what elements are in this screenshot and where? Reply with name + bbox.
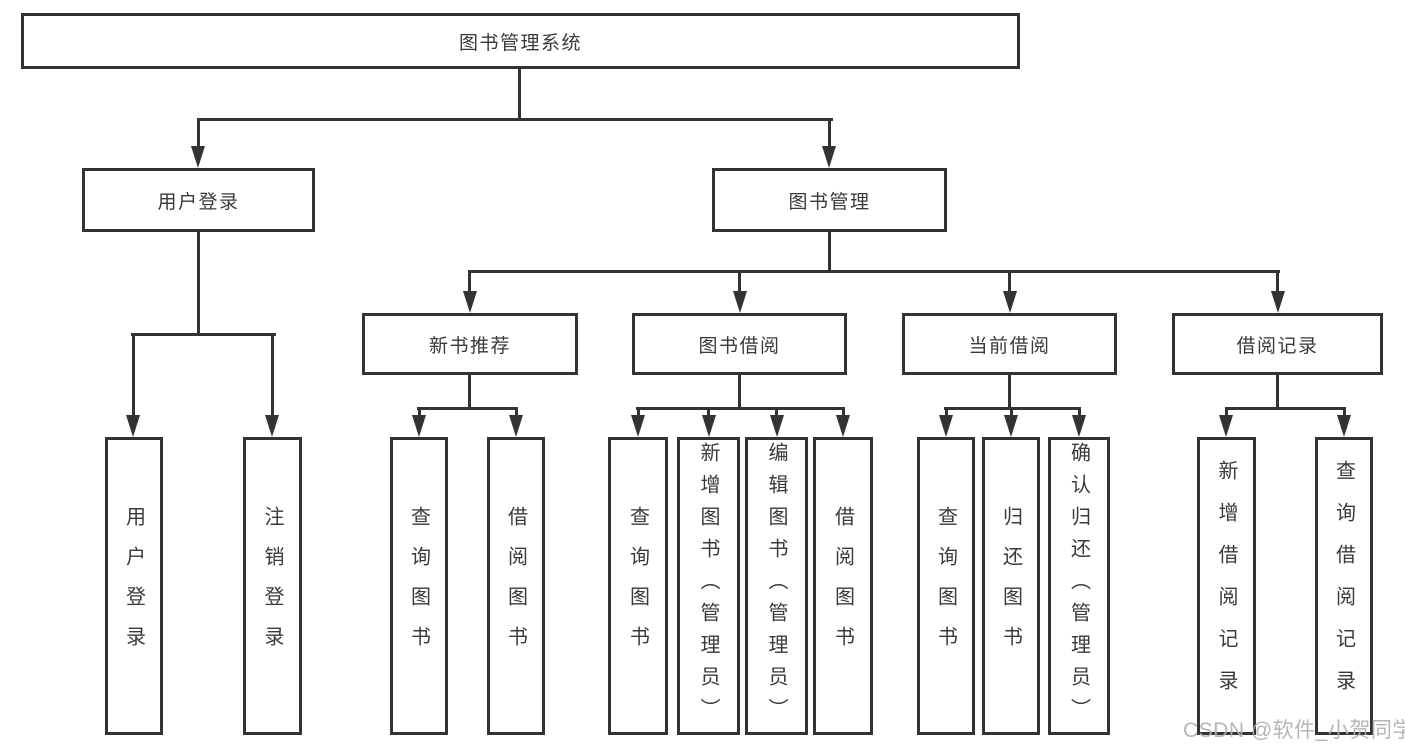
leaf-bb-query-books: 查询图书: [608, 437, 668, 735]
connector-drop-user: [197, 121, 200, 148]
leaf-cb-return-books: 归还图书: [982, 437, 1040, 735]
connector-drop: [1225, 410, 1228, 416]
node-borrow-records-label: 借阅记录: [1236, 335, 1319, 357]
leaf-bb-add-books-admin-label: 新增图书（管理员）: [697, 442, 719, 730]
leaf-cb-confirm-return-admin-label: 确认归还（管理员）: [1067, 442, 1090, 730]
arrow-down-icon: [733, 291, 747, 313]
leaf-bb-borrow-books-label: 借阅图书: [831, 506, 854, 666]
arrow-down-icon: [1072, 415, 1086, 437]
leaf-br-query-record: 查询借阅记录: [1315, 437, 1373, 735]
connector-cb-trunk: [1008, 375, 1011, 409]
arrow-down-icon: [412, 415, 426, 437]
connector-mgmt-trunk: [828, 232, 831, 272]
leaf-cb-confirm-return-admin: 确认归还（管理员）: [1048, 437, 1110, 735]
connector-br-trunk: [1276, 375, 1279, 409]
connector-drop-book-borrow: [738, 273, 741, 292]
connector-drop: [707, 410, 710, 416]
connector-drop-borrow-records: [1276, 273, 1279, 292]
arrow-down-icon: [822, 146, 836, 168]
leaf-br-add-record-label: 新增借阅记录: [1215, 460, 1237, 712]
arrow-down-icon: [126, 415, 140, 437]
node-root: 图书管理系统: [21, 13, 1020, 69]
arrow-down-icon: [1271, 291, 1285, 313]
node-root-label: 图书管理系统: [458, 32, 582, 54]
node-book-management: 图书管理: [712, 168, 947, 232]
arrow-down-icon: [1004, 415, 1018, 437]
connector-drop-new-book: [468, 273, 471, 292]
arrow-down-icon: [836, 415, 850, 437]
connector-drop-current-borrow: [1008, 273, 1011, 292]
leaf-bb-query-books-label: 查询图书: [626, 506, 649, 666]
node-book-borrow: 图书借阅: [632, 313, 847, 375]
leaf-cb-query-books-label: 查询图书: [934, 506, 957, 666]
node-borrow-records: 借阅记录: [1172, 313, 1383, 375]
connector-bb-branch: [636, 407, 845, 410]
arrow-down-icon: [1219, 415, 1233, 437]
node-user-login-label: 用户登录: [157, 191, 240, 213]
leaf-nb-query-books-label: 查询图书: [407, 506, 430, 666]
leaf-user-login-label: 用户登录: [122, 506, 145, 666]
connector-cb-branch: [944, 407, 1081, 410]
connector-drop-leaf-logout: [271, 336, 274, 415]
arrow-down-icon: [702, 415, 716, 437]
arrow-down-icon: [939, 415, 953, 437]
connector-drop: [775, 410, 778, 416]
connector-drop: [1078, 410, 1081, 416]
arrow-down-icon: [1337, 415, 1351, 437]
leaf-nb-borrow-books-label: 借阅图书: [504, 506, 527, 666]
connector-user-branch: [131, 333, 276, 336]
connector-drop: [842, 410, 845, 416]
node-book-management-label: 图书管理: [788, 191, 871, 213]
connector-drop: [418, 410, 421, 416]
connector-root-branch: [197, 118, 833, 121]
leaf-logout: 注销登录: [243, 437, 302, 735]
arrow-down-icon: [770, 415, 784, 437]
node-user-login: 用户登录: [82, 168, 315, 232]
connector-nb-branch: [417, 407, 518, 410]
node-current-borrow-label: 当前借阅: [968, 335, 1051, 357]
leaf-bb-edit-books-admin-label: 编辑图书（管理员）: [765, 442, 787, 730]
node-new-book-recommend: 新书推荐: [362, 313, 578, 375]
leaf-user-login: 用户登录: [105, 437, 163, 735]
node-new-book-recommend-label: 新书推荐: [428, 335, 511, 357]
leaf-bb-edit-books-admin: 编辑图书（管理员）: [745, 437, 808, 735]
leaf-nb-borrow-books: 借阅图书: [487, 437, 545, 735]
arrow-down-icon: [463, 291, 477, 313]
connector-root-trunk: [518, 69, 521, 120]
leaf-cb-return-books-label: 归还图书: [999, 506, 1022, 666]
connector-drop-mgmt: [828, 121, 831, 148]
leaf-cb-query-books: 查询图书: [917, 437, 975, 735]
connector-drop: [1343, 410, 1346, 416]
arrow-down-icon: [631, 415, 645, 437]
connector-drop-leaf-login: [132, 336, 135, 415]
leaf-nb-query-books: 查询图书: [390, 437, 448, 735]
leaf-br-query-record-label: 查询借阅记录: [1332, 460, 1355, 712]
arrow-down-icon: [191, 146, 205, 168]
connector-drop: [515, 410, 518, 416]
csdn-watermark: CSDN @软件_小贺同学: [1183, 719, 1405, 742]
leaf-bb-add-books-admin: 新增图书（管理员）: [677, 437, 740, 735]
arrow-down-icon: [265, 415, 279, 437]
leaf-br-add-record: 新增借阅记录: [1197, 437, 1256, 735]
connector-bb-trunk: [738, 375, 741, 409]
connector-user-trunk: [197, 232, 200, 335]
node-current-borrow: 当前借阅: [902, 313, 1117, 375]
connector-mgmt-branch: [468, 270, 1280, 273]
connector-drop: [1010, 410, 1013, 416]
arrow-down-icon: [1003, 291, 1017, 313]
leaf-bb-borrow-books: 借阅图书: [813, 437, 873, 735]
connector-drop: [637, 410, 640, 416]
node-book-borrow-label: 图书借阅: [698, 335, 781, 357]
connector-br-branch: [1225, 407, 1346, 410]
connector-drop: [945, 410, 948, 416]
connector-nb-trunk: [468, 375, 471, 409]
arrow-down-icon: [509, 415, 523, 437]
leaf-logout-label: 注销登录: [261, 506, 283, 666]
